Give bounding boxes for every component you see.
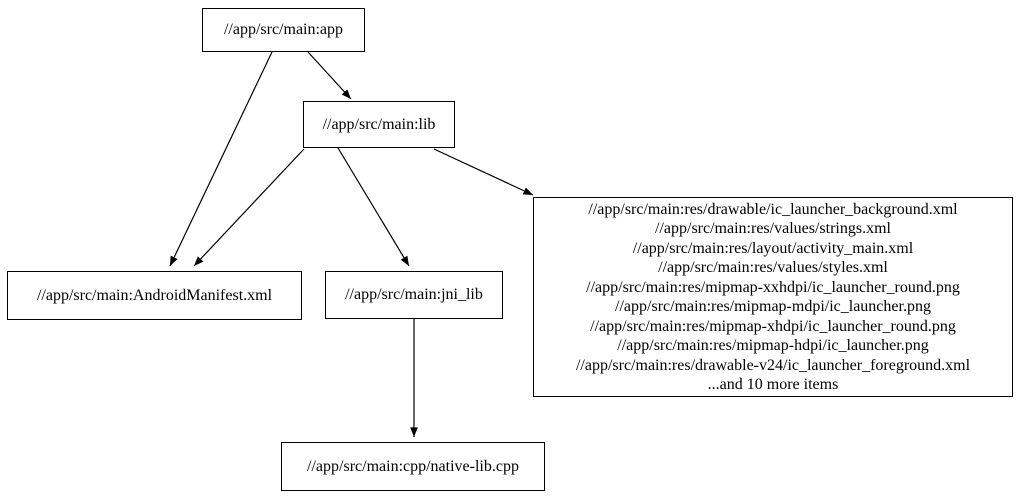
node-android-manifest: //app/src/main:AndroidManifest.xml xyxy=(7,271,302,320)
node-app-label: //app/src/main:app xyxy=(223,21,344,39)
res-group-line: //app/src/main:res/values/styles.xml xyxy=(658,259,888,276)
node-android-manifest-label: //app/src/main:AndroidManifest.xml xyxy=(36,286,273,304)
edge-lib-to-jni-lib xyxy=(337,147,410,267)
res-group-line: //app/src/main:res/drawable/ic_launcher_… xyxy=(588,200,958,218)
node-native-lib-cpp-label: //app/src/main:cpp/native-lib.cpp xyxy=(307,457,519,475)
edge-app-to-lib xyxy=(307,51,352,100)
node-jni-lib-label: //app/src/main:jni_lib xyxy=(345,286,483,304)
res-group-line: //app/src/main:res/values/strings.xml xyxy=(655,220,891,237)
res-group-line: //app/src/main:res/mipmap-mdpi/ic_launch… xyxy=(615,298,931,315)
res-group-line: //app/src/main:res/layout/activity_main.… xyxy=(632,239,914,257)
node-jni-lib: //app/src/main:jni_lib xyxy=(325,271,503,319)
node-lib-label: //app/src/main:lib xyxy=(322,115,436,133)
res-group-more-items: ...and 10 more items xyxy=(707,376,839,393)
node-lib: //app/src/main:lib xyxy=(303,101,455,148)
node-res-group: //app/src/main:res/drawable/ic_launcher_… xyxy=(533,197,1013,397)
res-group-line: //app/src/main:res/mipmap-xhdpi/ic_launc… xyxy=(590,317,956,335)
edge-lib-to-android-manifest xyxy=(193,148,305,267)
res-group-line: //app/src/main:res/mipmap-hdpi/ic_launch… xyxy=(617,337,929,354)
edge-lib-to-res-group xyxy=(433,148,534,196)
node-app: //app/src/main:app xyxy=(202,8,365,52)
node-native-lib-cpp: //app/src/main:cpp/native-lib.cpp xyxy=(281,442,545,491)
res-group-line: //app/src/main:res/mipmap-xxhdpi/ic_laun… xyxy=(586,278,960,296)
res-group-line: //app/src/main:res/drawable-v24/ic_launc… xyxy=(575,356,971,374)
edge-app-to-android-manifest xyxy=(169,51,273,267)
